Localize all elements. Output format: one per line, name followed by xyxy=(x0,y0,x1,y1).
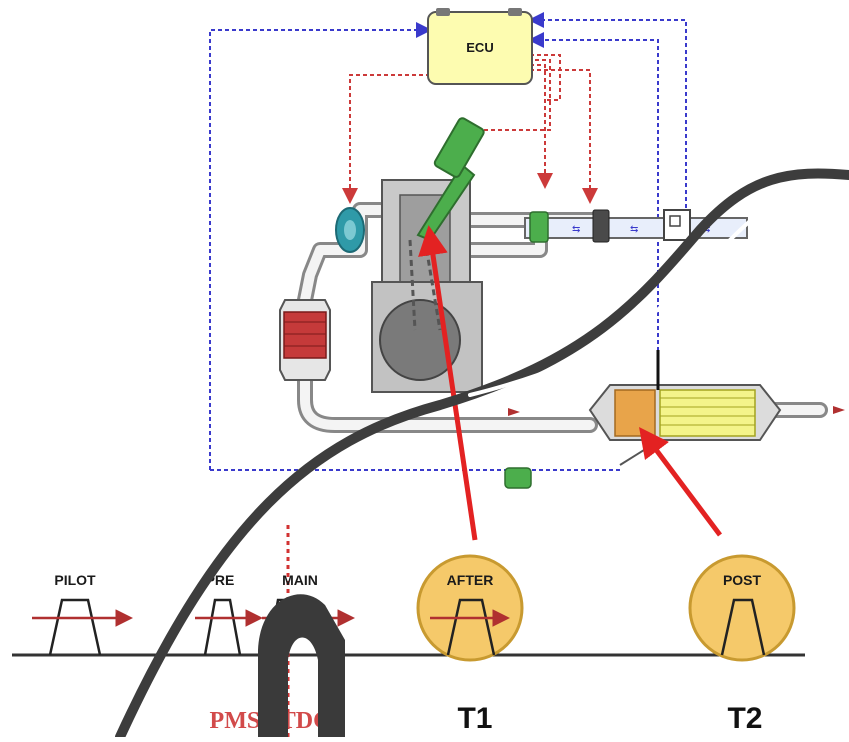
overlay-swoosh xyxy=(115,168,849,742)
t1-label: T1 xyxy=(457,702,492,735)
svg-text:⇆: ⇆ xyxy=(630,224,638,235)
ecu-box: ECU xyxy=(427,8,533,85)
sensor-wiring xyxy=(209,12,687,471)
t2-label: T2 xyxy=(727,702,762,735)
pulse-label-after: AFTER xyxy=(447,572,494,588)
pointer-arrows xyxy=(418,225,722,541)
after-circle xyxy=(416,554,524,662)
particulate-filter xyxy=(508,350,845,441)
turbocharger xyxy=(335,207,365,253)
svg-text:⇆: ⇆ xyxy=(572,224,580,235)
injector xyxy=(416,117,485,242)
pulse-label-main: MAIN xyxy=(282,572,318,588)
intercooler xyxy=(279,299,331,381)
pulse-label-pilot: PILOT xyxy=(54,572,96,588)
ecu-signal-lines xyxy=(342,54,598,204)
engine-block xyxy=(371,179,483,393)
pulse-label-post: POST xyxy=(723,572,762,588)
ecu-label: ECU xyxy=(466,40,493,55)
post-circle xyxy=(688,554,796,662)
pressure-sensor xyxy=(504,439,661,489)
